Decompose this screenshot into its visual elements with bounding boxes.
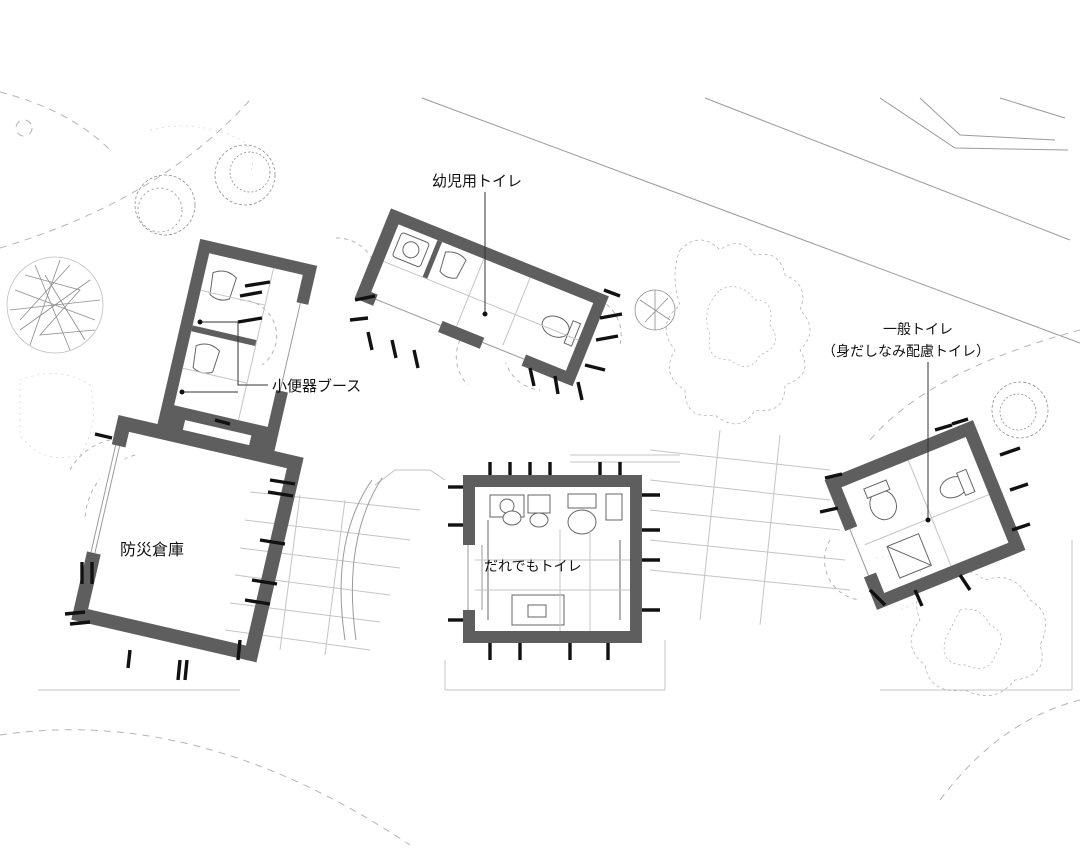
label-general-toilet-sub: （身だしなみ配慮トイレ） bbox=[822, 344, 990, 360]
label-infant-toilet: 幼児用トイレ bbox=[432, 172, 522, 190]
infant-toilet-building bbox=[354, 208, 609, 387]
site-context bbox=[0, 91, 1080, 846]
universal-toilet-building bbox=[460, 475, 642, 643]
room-labels: 幼児用トイレ 小便器ブース 防災倉庫 だれでもトイレ 一般トイレ （身だしなみ配… bbox=[120, 172, 990, 575]
label-universal-toilet: だれでもトイレ bbox=[484, 559, 582, 575]
label-disaster-storage: 防災倉庫 bbox=[120, 540, 184, 559]
label-general-toilet: 一般トイレ bbox=[883, 322, 953, 338]
general-toilet-building bbox=[824, 420, 1026, 610]
label-urinal-booth: 小便器ブース bbox=[272, 377, 361, 395]
wall-footings bbox=[64, 280, 1031, 681]
leader-lines bbox=[179, 192, 931, 523]
urinal-storage-building bbox=[71, 238, 318, 663]
trees bbox=[6, 125, 1049, 696]
